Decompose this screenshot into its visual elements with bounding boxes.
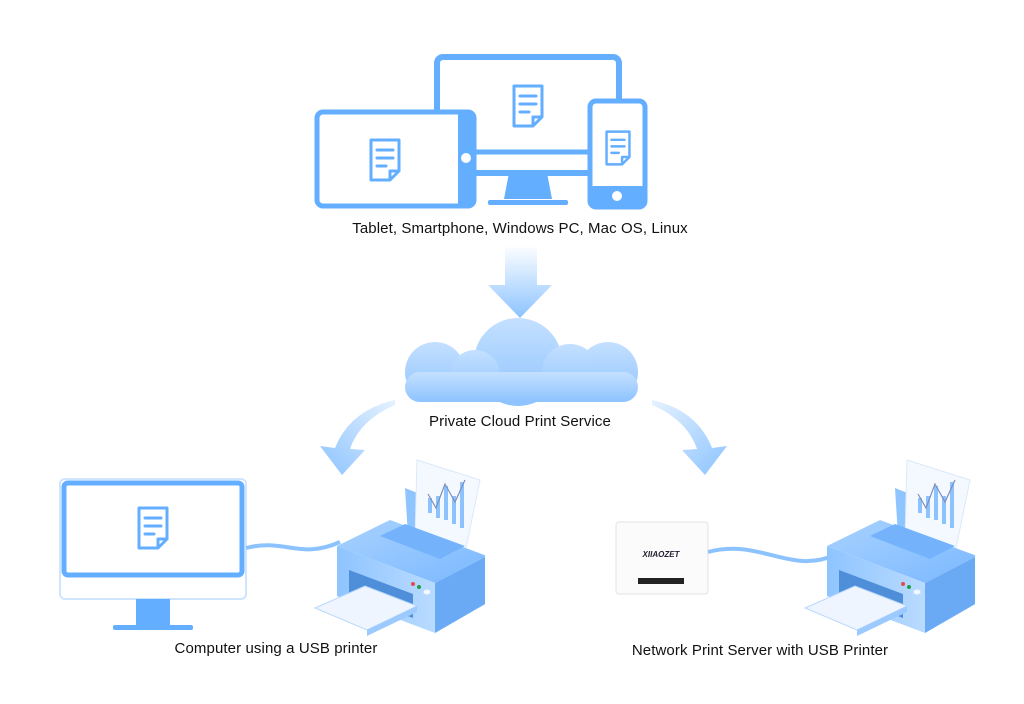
network-print-server-label: Network Print Server with USB Printer [631,642,889,659]
usb-cable [245,540,341,552]
printer-icon [803,458,975,638]
document-icon [137,506,169,550]
computer-usb-printer-label: Computer using a USB printer [174,640,378,657]
cloud-icon [405,318,638,406]
document-icon [605,130,631,166]
computer-monitor-icon [59,478,247,630]
right-curved-arrow-icon [652,400,727,475]
usb-cable [707,546,836,564]
tablet-icon [314,109,477,209]
left-curved-arrow-icon [320,400,395,475]
devices-label: Tablet, Smartphone, Windows PC, Mac OS, … [352,220,688,237]
document-icon [512,84,544,128]
cloud-service-label: Private Cloud Print Service [429,413,611,430]
down-arrow-icon [488,245,552,318]
printer-icon [313,458,485,638]
print-server-brand-logo: XIIAOZET [642,550,681,559]
smartphone-icon [587,98,648,210]
print-server-device: XIIAOZET [615,521,709,595]
document-icon [369,138,401,182]
